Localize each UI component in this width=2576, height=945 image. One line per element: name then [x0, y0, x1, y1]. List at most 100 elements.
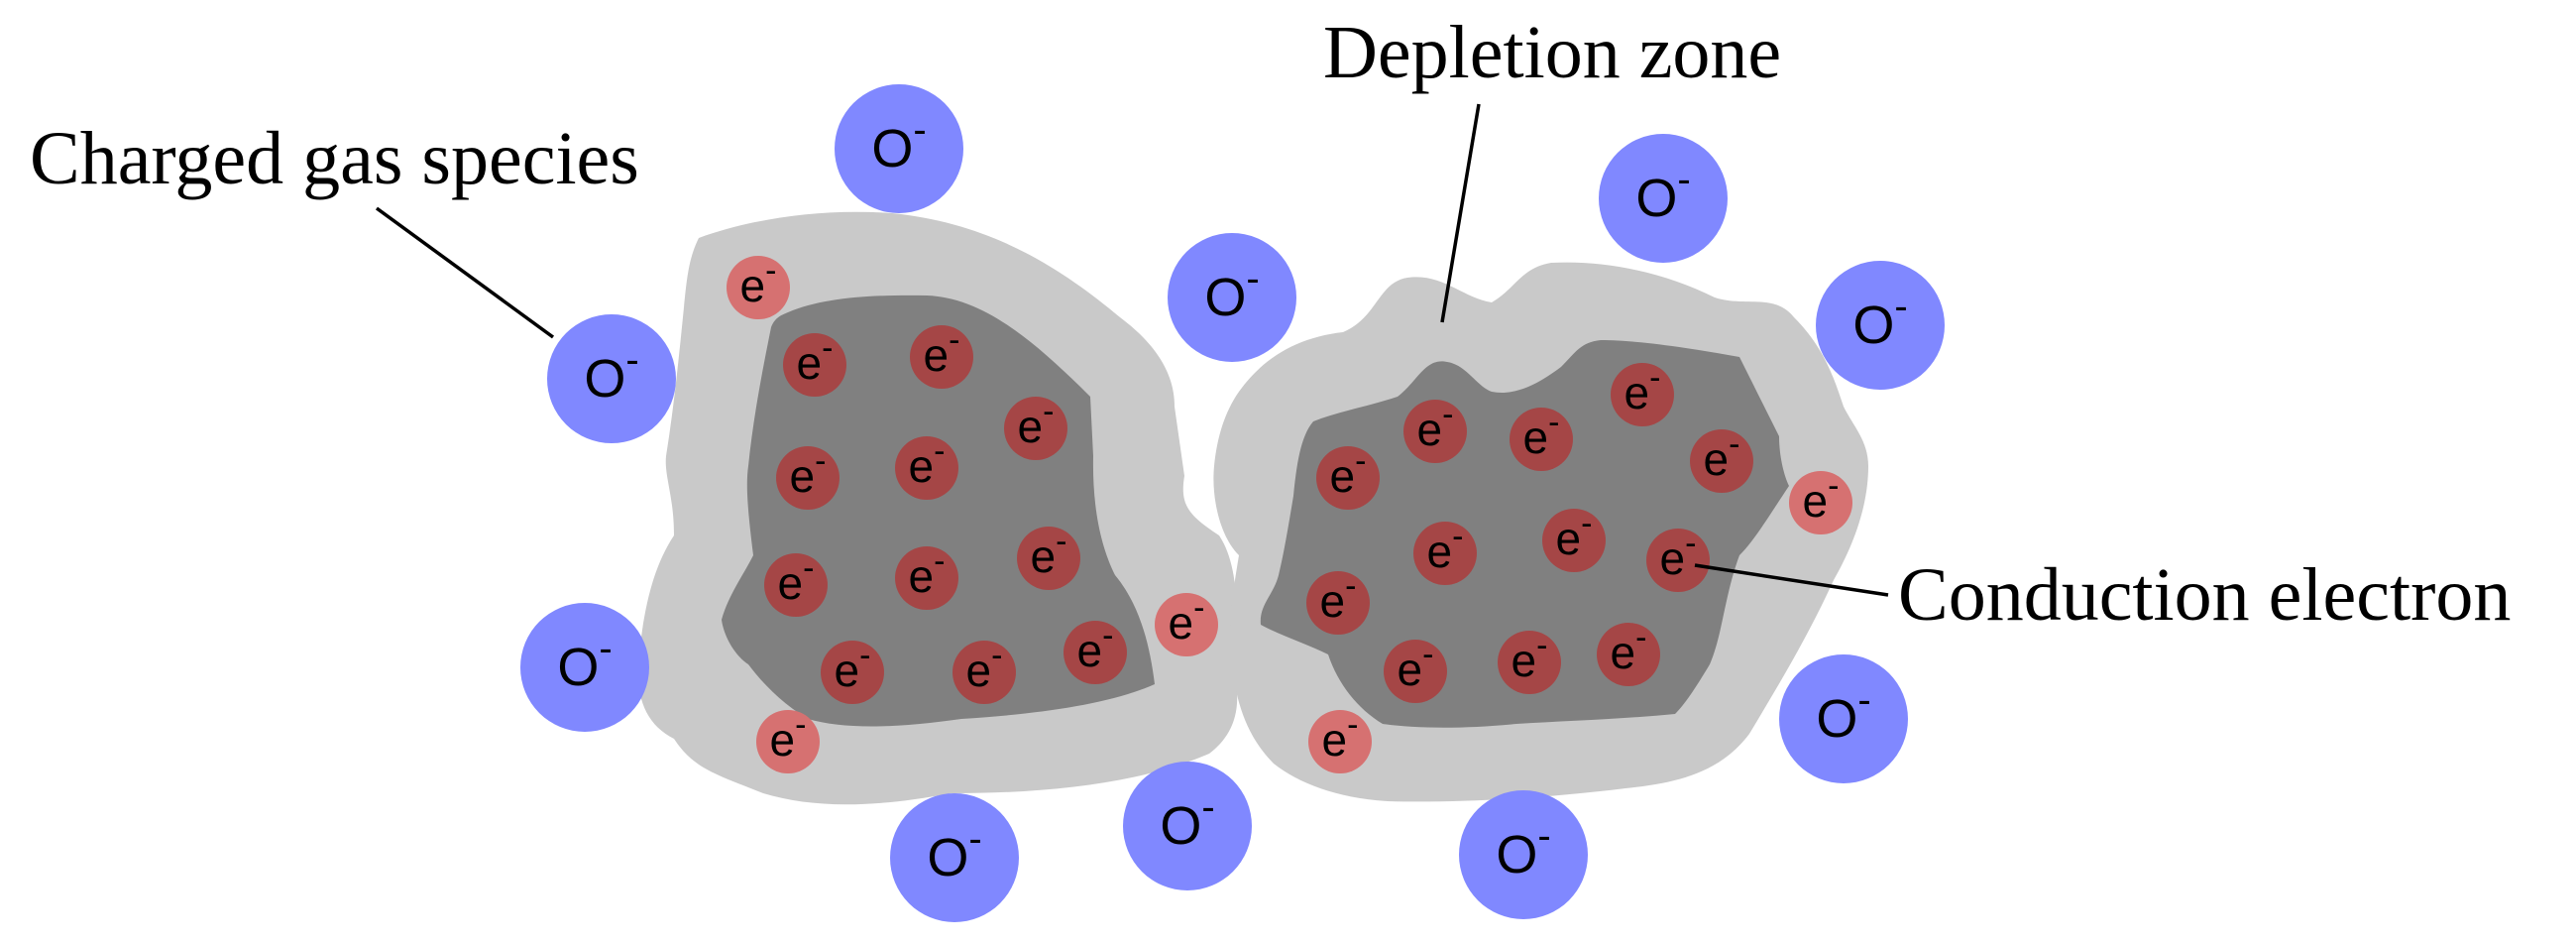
surface-electron-particle: e- — [1155, 589, 1218, 656]
electron-symbol: e — [924, 329, 950, 381]
svg-text:e-: e- — [1018, 393, 1055, 452]
electron-particle: e- — [910, 321, 973, 389]
oxygen-symbol: O — [1816, 689, 1857, 749]
oxygen-symbol: O — [927, 828, 968, 887]
svg-text:O-: O- — [1160, 785, 1214, 856]
electron-particle: e- — [952, 637, 1016, 704]
oxygen-symbol: O — [871, 119, 913, 178]
oxygen-charge: - — [913, 108, 926, 152]
svg-text:O-: O- — [927, 817, 981, 887]
electron-charge: - — [795, 706, 806, 744]
oxygen-symbol: O — [557, 638, 599, 697]
oxygen-ion-particle: O- — [835, 84, 963, 213]
electron-symbol: e — [1512, 635, 1537, 686]
electron-charge: - — [815, 442, 826, 480]
svg-text:e-: e- — [966, 637, 1003, 696]
electron-charge: - — [822, 329, 833, 367]
conduction-electrons-left: e- e- e- e- e- e- e- e- e- e- e- — [764, 321, 1127, 704]
oxygen-ion-particle: O- — [520, 603, 649, 732]
svg-text:e-: e- — [909, 542, 946, 602]
electron-charge: - — [1635, 619, 1646, 656]
electron-particle: e- — [1611, 359, 1674, 426]
electron-symbol: e — [1018, 401, 1044, 452]
svg-text:e-: e- — [1330, 442, 1367, 502]
electron-particle: e- — [1597, 619, 1660, 686]
oxygen-charge: - — [968, 817, 981, 861]
electron-symbol: e — [1330, 450, 1356, 502]
oxygen-symbol: O — [1496, 825, 1537, 885]
electron-symbol: e — [1660, 532, 1686, 584]
electron-charge: - — [1345, 567, 1356, 605]
oxygen-charge: - — [1537, 814, 1550, 858]
electron-particle: e- — [821, 637, 884, 704]
electron-symbol: e — [1803, 475, 1829, 527]
oxygen-ion-particle: O- — [1123, 762, 1252, 890]
svg-text:e-: e- — [1704, 425, 1740, 485]
electron-particle: e- — [1690, 425, 1753, 493]
surface-electron-particle: e- — [1308, 706, 1372, 773]
electron-symbol: e — [1320, 575, 1346, 627]
electron-charge: - — [1828, 467, 1839, 505]
electron-charge: - — [1729, 425, 1739, 463]
svg-text:e-: e- — [778, 549, 815, 609]
oxygen-ion-particle: O- — [1168, 233, 1296, 362]
oxygen-ion-particle: O- — [1779, 654, 1908, 783]
svg-text:e-: e- — [1624, 359, 1661, 418]
oxygen-ions: O- O- O- O- O- O- O- O- O- O- — [520, 84, 1945, 922]
electron-symbol: e — [770, 714, 796, 766]
electron-particle: e- — [1316, 442, 1380, 510]
oxygen-symbol: O — [1635, 169, 1677, 228]
electron-particle: e- — [1384, 636, 1447, 703]
electron-symbol: e — [1169, 597, 1194, 649]
electron-symbol: e — [909, 550, 935, 602]
leader-line-depletion-zone — [1440, 103, 1481, 323]
electron-charge: - — [1056, 523, 1066, 560]
svg-text:O-: O- — [1204, 257, 1259, 327]
svg-text:e-: e- — [1660, 525, 1697, 584]
oxygen-ion-particle: O- — [1816, 261, 1945, 390]
electron-symbol: e — [1427, 526, 1453, 577]
electron-charge: - — [803, 549, 814, 587]
svg-text:O-: O- — [557, 627, 612, 697]
electron-charge: - — [1102, 617, 1113, 654]
electron-particle: e- — [1403, 396, 1467, 463]
electron-symbol: e — [797, 337, 823, 389]
oxygen-ion-particle: O- — [1459, 790, 1588, 919]
oxygen-charge: - — [625, 338, 638, 382]
oxygen-ion-particle: O- — [890, 793, 1019, 922]
electron-charge: - — [1043, 393, 1054, 430]
svg-text:e-: e- — [1031, 523, 1067, 582]
svg-text:e-: e- — [924, 321, 960, 381]
svg-text:e-: e- — [909, 432, 946, 492]
svg-text:e-: e- — [1169, 589, 1205, 649]
svg-text:O-: O- — [1496, 814, 1550, 885]
oxygen-charge: - — [1894, 285, 1907, 328]
electron-symbol: e — [1611, 627, 1636, 678]
svg-text:e-: e- — [1398, 636, 1434, 695]
surface-electron-particle: e- — [727, 252, 790, 319]
oxygen-charge: - — [1857, 678, 1870, 722]
electron-charge: - — [1548, 404, 1559, 441]
svg-text:e-: e- — [1803, 467, 1840, 527]
surface-electrons: e- e- e- e- e- — [727, 252, 1852, 773]
electron-particle: e- — [1064, 617, 1127, 684]
leader-line-charged-gas-species — [375, 206, 555, 339]
electron-symbol: e — [1322, 714, 1348, 766]
electron-charge: - — [1422, 636, 1433, 673]
electron-symbol: e — [966, 645, 992, 696]
electron-particle: e- — [776, 442, 840, 510]
oxygen-charge: - — [599, 627, 612, 670]
electron-symbol: e — [1624, 367, 1650, 418]
grain-core-right — [1260, 340, 1789, 728]
label-charged-gas-species: Charged gas species — [30, 117, 639, 200]
electron-symbol: e — [1417, 404, 1443, 455]
svg-text:e-: e- — [1523, 404, 1560, 463]
electron-symbol: e — [778, 557, 804, 609]
electron-particle: e- — [764, 549, 828, 617]
electron-particle: e- — [1413, 518, 1477, 585]
label-depletion-zone: Depletion zone — [1323, 11, 1781, 94]
oxygen-symbol: O — [584, 349, 625, 409]
svg-text:e-: e- — [1417, 396, 1454, 455]
conduction-electrons-right: e- e- e- e- e- e- e- e- e- e- e- e- — [1306, 359, 1753, 703]
electron-charge: - — [765, 252, 776, 290]
